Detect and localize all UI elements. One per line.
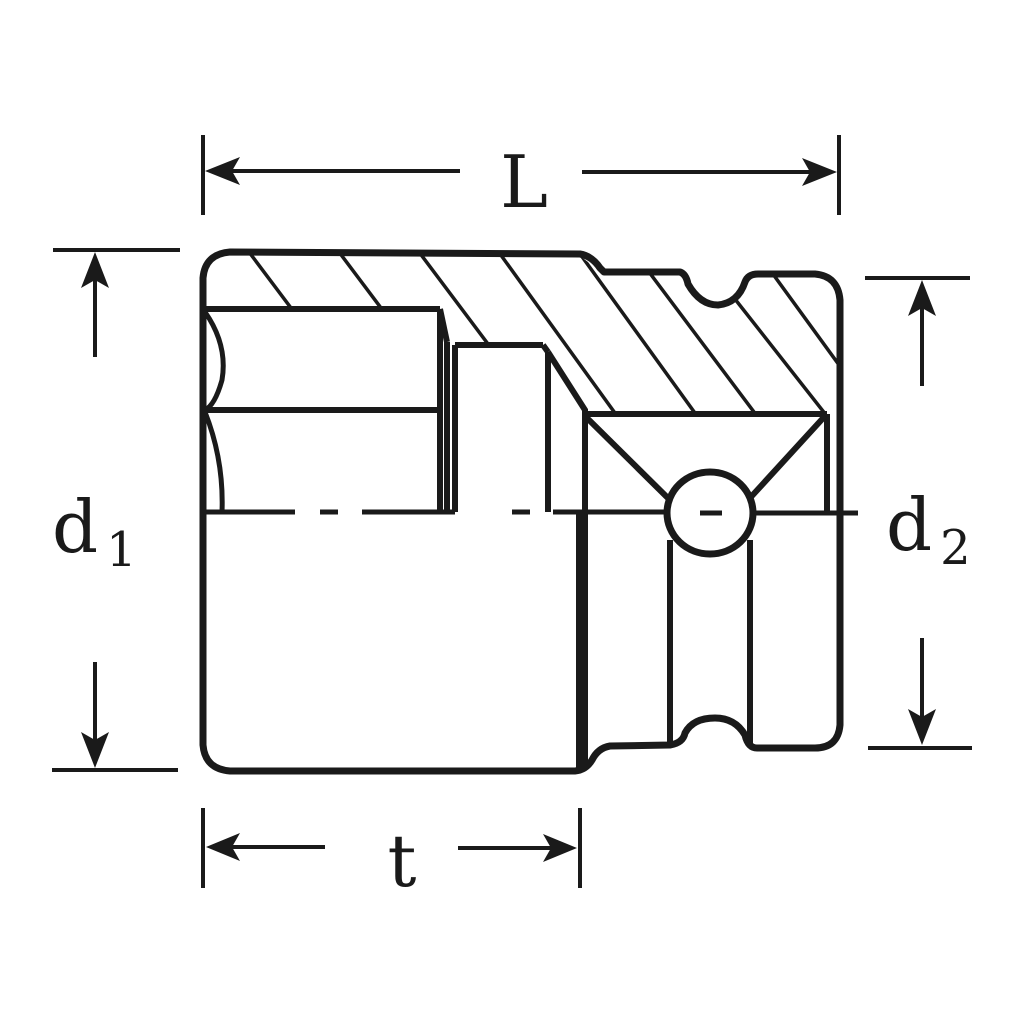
label-L: L [500, 140, 548, 224]
label-t: t [388, 819, 417, 903]
dimension-L [201, 135, 841, 215]
dimension-d1 [52, 248, 180, 772]
centerline [200, 509, 858, 516]
socket-inner-lines [202, 306, 830, 768]
dimension-t [201, 808, 582, 888]
dimension-d2 [865, 276, 972, 750]
socket-outline [199, 248, 844, 775]
